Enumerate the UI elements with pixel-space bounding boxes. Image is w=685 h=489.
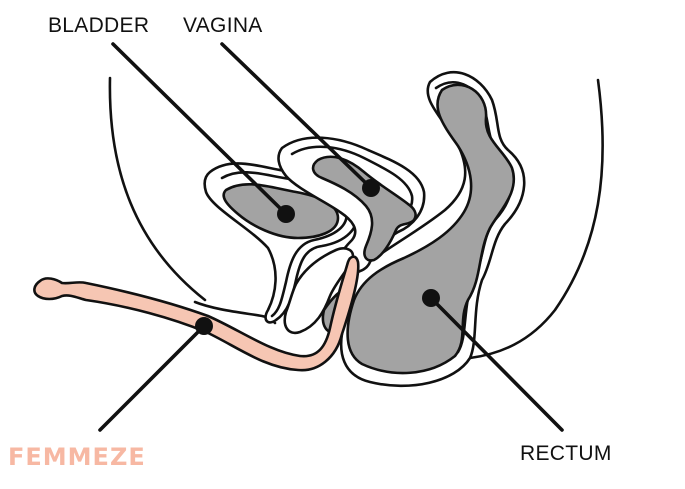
vagina-label: VAGINA <box>183 14 263 37</box>
vagina-marker-dot <box>362 179 380 197</box>
bladder-label: BLADDER <box>48 14 150 37</box>
bladder-inner-contour <box>220 171 348 318</box>
rectum-cavity <box>346 83 515 375</box>
device-marker-dot <box>195 317 213 335</box>
vagina-leader-line <box>220 42 373 190</box>
insertion-device <box>33 255 360 372</box>
pelvic-wall-left <box>108 76 207 302</box>
rectum-leader-line <box>429 296 564 432</box>
vagina-canal <box>311 155 417 262</box>
vaginal-wall <box>283 247 355 335</box>
bladder-leader-line <box>111 42 288 216</box>
brand-watermark: FEMMEZE <box>8 443 146 471</box>
bladder-marker-dot <box>277 205 295 223</box>
device-leader-line <box>98 324 206 432</box>
rectum-label: RECTUM <box>520 442 612 465</box>
rectum-marker-dot <box>422 289 440 307</box>
pelvic-wall-right <box>468 78 604 360</box>
